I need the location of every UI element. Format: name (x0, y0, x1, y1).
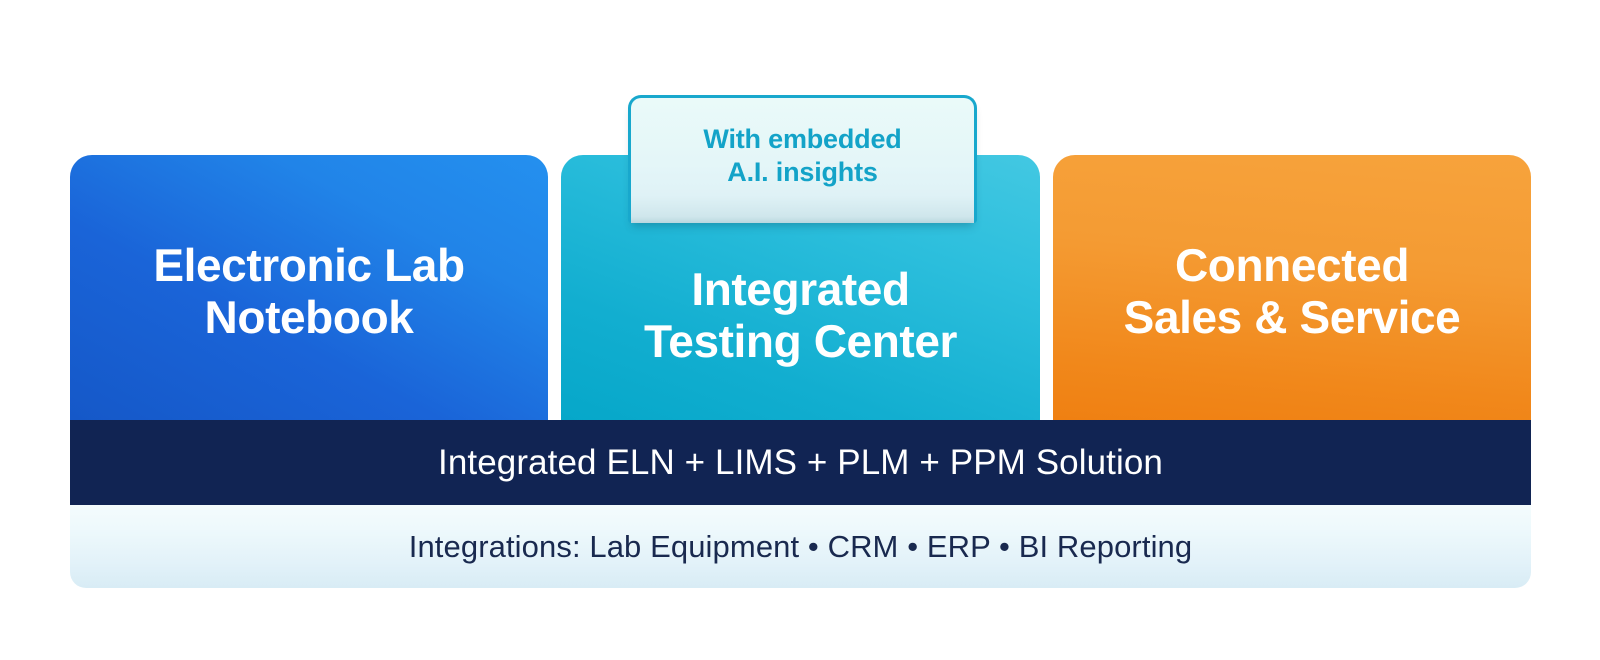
ai-insights-callout: With embedded A.I. insights (628, 95, 977, 223)
integrations-label: Integrations: Lab Equipment • CRM • ERP … (408, 528, 1193, 564)
ai-insights-callout-label: With embedded A.I. insights (703, 123, 902, 187)
product-card-title: Electronic Lab Notebook (153, 239, 465, 343)
product-card-title: Connected Sales & Service (1123, 239, 1461, 343)
integrated-solution-bar: Integrated ELN + LIMS + PLM + PPM Soluti… (70, 420, 1531, 505)
product-card-electronic-lab-notebook[interactable]: Electronic Lab Notebook (70, 155, 548, 420)
product-card-title: Integrated Testing Center (643, 263, 958, 367)
product-card-connected-sales-service[interactable]: Connected Sales & Service (1053, 155, 1531, 420)
integrations-bar: Integrations: Lab Equipment • CRM • ERP … (70, 505, 1531, 588)
integrated-solution-label: Integrated ELN + LIMS + PLM + PPM Soluti… (438, 442, 1163, 482)
